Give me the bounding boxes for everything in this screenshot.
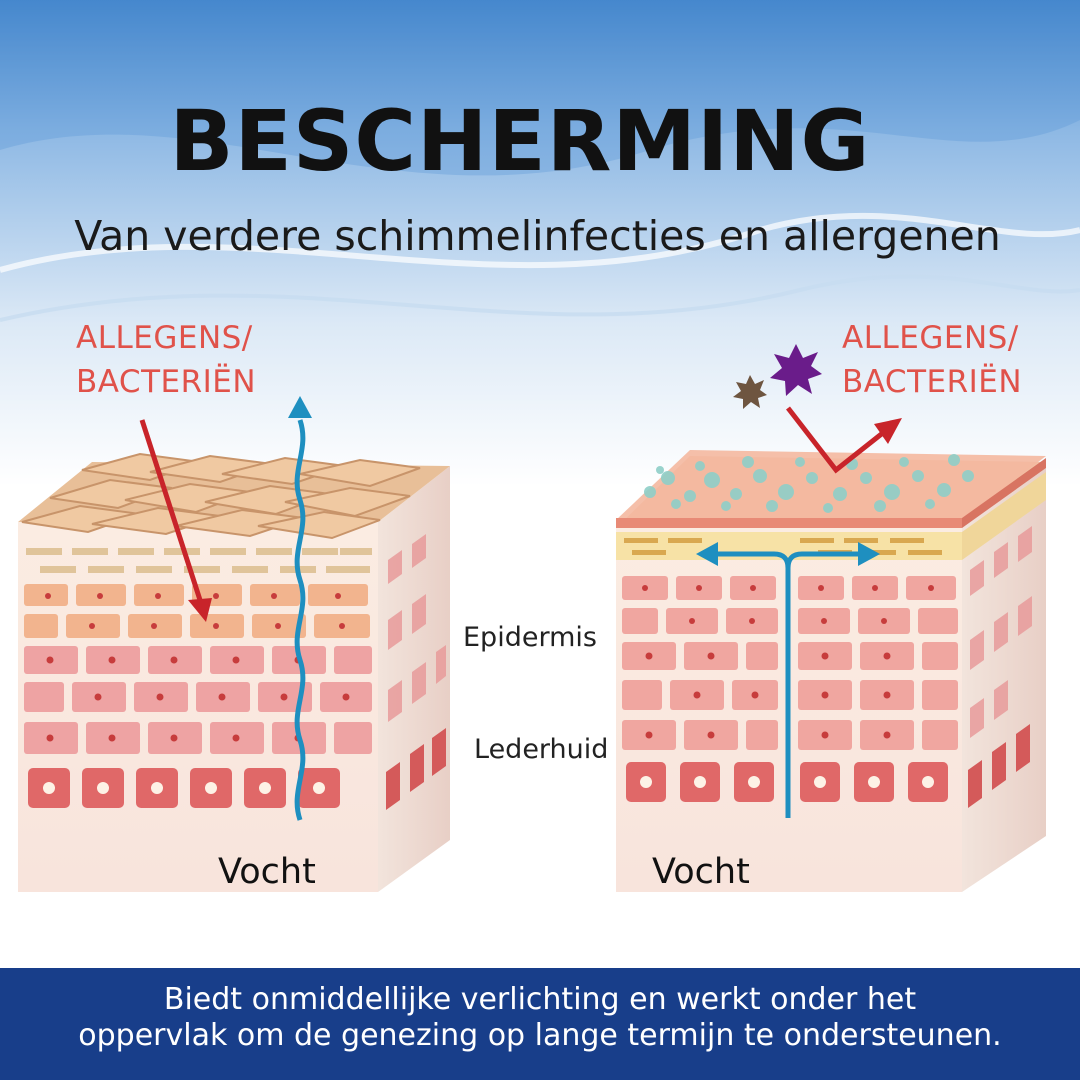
moisture-label-right: Vocht: [652, 852, 750, 892]
moisture-label-left: Vocht: [218, 852, 316, 892]
epidermis-label: Epidermis: [463, 622, 597, 653]
allergen-label-left: ALLEGENS/ BACTERIËN: [76, 316, 256, 404]
allergen-arrow-right: [786, 406, 886, 474]
right-skin-block: [616, 450, 1046, 892]
moisture-arrowhead-left-side: [696, 542, 718, 566]
allergen-label-left-line1: ALLEGENS/: [76, 320, 253, 356]
page-title: BESCHERMING: [169, 92, 871, 190]
left-skin-block: [18, 452, 450, 892]
allergen-arrowhead-right: [874, 418, 902, 444]
footer-line2: oppervlak om de genezing op lange termij…: [78, 1018, 1002, 1053]
allergen-arrow-left: [139, 419, 203, 601]
allergen-arrowhead-left: [188, 598, 212, 622]
allergen-label-right: ALLEGENS/ BACTERIËN: [842, 316, 1022, 404]
footer-text: Biedt onmiddellijke verlichting en werkt…: [0, 982, 1080, 1054]
germ-purple: [770, 344, 822, 396]
allergen-label-left-line2: BACTERIËN: [76, 364, 257, 400]
germ-brown: [733, 375, 767, 409]
wave-shape: [0, 0, 1080, 176]
moisture-arrow-left: [294, 419, 306, 821]
page-subtitle: Van verdere schimmelinfecties en allerge…: [74, 212, 1001, 260]
dermis-label: Lederhuid: [474, 734, 609, 765]
footer-band: [0, 968, 1080, 1080]
moisture-arrowhead-right-side: [858, 542, 880, 566]
moisture-arrowhead-left: [288, 396, 312, 418]
allergen-label-right-line1: ALLEGENS/: [842, 320, 1019, 356]
allergen-label-right-line2: BACTERIËN: [842, 364, 1023, 400]
footer-line1: Biedt onmiddellijke verlichting en werkt…: [163, 982, 917, 1017]
